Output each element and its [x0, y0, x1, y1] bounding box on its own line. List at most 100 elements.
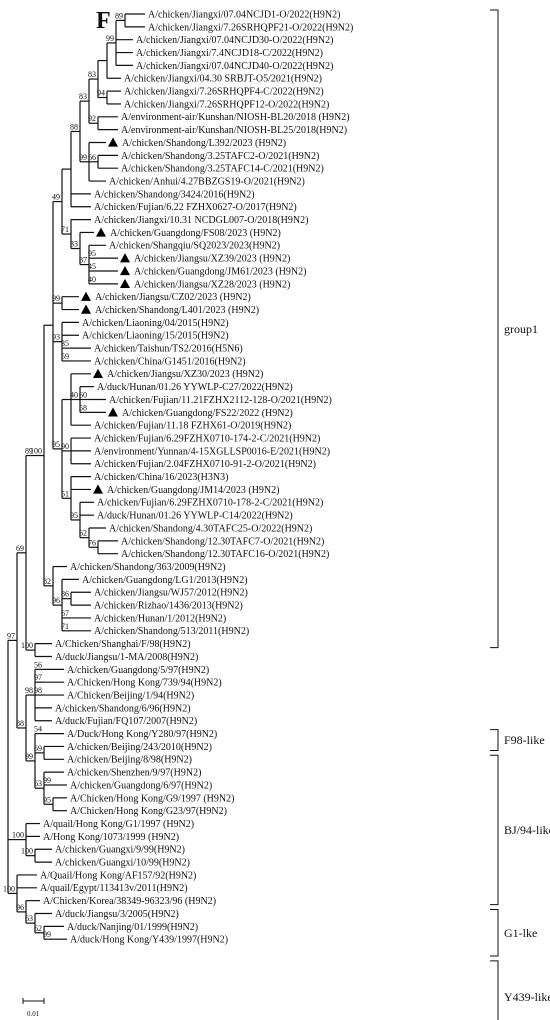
bootstrap-value: 100: [3, 884, 15, 893]
tip-label: A/chicken/Shandong/12.30TAFC7-O/2021(H9N…: [121, 536, 324, 547]
bootstrap-value: 66: [88, 153, 96, 162]
tip-label: A/Hong Kong/1073/1999 (H9N2): [43, 832, 179, 843]
bootstrap-value: 69: [34, 744, 42, 753]
tip-label: A/chicken/Shandong/12.30TAFC16-O/2021(H9…: [121, 549, 329, 560]
bootstrap-value: 88: [16, 719, 24, 728]
triangle-marker-icon: [120, 266, 130, 276]
tip-label: A/chicken/Shenzhen/9/97(H9N2): [67, 768, 201, 779]
tip-label: A/chicken/Jiangsu/XZ39/2023 (H9N2): [134, 254, 290, 265]
triangle-marker-icon: [108, 137, 118, 147]
bootstrap-value: 99: [43, 930, 51, 939]
clade-label: Y439-like: [504, 990, 550, 1004]
bootstrap-value: 45: [88, 262, 96, 271]
tip-label: A/Chicken/Hong Kong/739/94(H9N2): [67, 678, 222, 689]
triangle-marker-icon: [120, 253, 130, 263]
bootstrap-value: 69: [16, 544, 24, 553]
triangle-marker-icon: [81, 291, 91, 301]
tip-label: A/chicken/Jiangxi/07.04NCJD40-O/2022(H9N…: [136, 61, 333, 72]
bootstrap-value: 95: [52, 440, 60, 449]
tip-label: A/duck/Hong Kong/Y439/1997(H9N2): [70, 935, 228, 946]
bootstrap-value: 97: [34, 673, 42, 682]
bootstrap-value: 100: [21, 641, 33, 650]
triangle-marker-icon: [81, 304, 91, 314]
tip-label: A/chicken/Fujian/11.21FZHX2112-128-O/202…: [109, 395, 332, 406]
bootstrap-value: 71: [61, 622, 69, 631]
tip-label: A/chicken/Liaoning/15/2015(H9N2): [82, 331, 229, 342]
tip-label: A/chicken/Jiangsu/WJ57/2012(H9N2): [94, 588, 248, 599]
tip-label: A/chicken/Fujian/6.29FZHX0710-178-2-C/20…: [97, 498, 323, 509]
tip-label: A/duck/Fujian/FQ107/2007(H9N2): [55, 716, 197, 727]
tip-label: A/environment/Yunnan/4-15XGLLSP0016-E/20…: [94, 446, 330, 457]
bootstrap-value: 88: [70, 122, 78, 131]
clade-bracket: [490, 960, 499, 1020]
tip-label: A/chicken/Shangqiu/SQ2023/2023(H9N2): [109, 241, 280, 252]
tip-label: A/Duck/Hong Kong/Y280/97(H9N2): [67, 729, 217, 740]
tip-label: A/chicken/Guangdong/JM61/2023 (H9N2): [134, 266, 306, 277]
bootstrap-value: 93: [52, 333, 60, 342]
bootstrap-value: 62: [34, 924, 42, 933]
bootstrap-value: 87: [79, 256, 87, 265]
bootstrap-value: 35: [61, 339, 69, 348]
tip-label: A/chicken/Beijing/243/2010(H9N2): [67, 742, 212, 753]
tip-label: A/Chicken/Shanghai/F/98(H9N2): [55, 639, 191, 650]
tip-label: A/chicken/Shandong/L401/2023 (H9N2): [95, 305, 259, 316]
clade-label: G1-lke: [504, 926, 537, 940]
bootstrap-value: 54: [34, 725, 42, 734]
bootstrap-value: 99: [52, 294, 60, 303]
clade-label: BJ/94-like: [504, 823, 550, 837]
clade-bracket: [490, 909, 499, 957]
bootstrap-value: 51: [61, 489, 69, 498]
tip-label: A/chicken/Shandong/4.30TAFC25-O/2022(H9N…: [109, 523, 312, 534]
tip-label: A/duck/Nanjing/01/1999(H9N2): [67, 922, 198, 933]
tip-label: A/chicken/Jiangxi/7.26SRHQPF12-O/2022(H9…: [124, 99, 329, 110]
tip-label: A/environment-air/Kunshan/NIOSH-BL20/201…: [121, 112, 350, 123]
bootstrap-value: 100: [12, 831, 24, 840]
tip-label: A/chicken/Jiangsu/XZ30/2023 (H9N2): [107, 369, 263, 380]
tip-label: A/chicken/Shandong/3424/2016(H9N2): [94, 189, 255, 200]
scale-bar: 0.01: [22, 998, 45, 1018]
tip-label: A/chicken/Jiangsu/CZ02/2023 (H9N2): [95, 292, 251, 303]
tip-label: A/chicken/Guangxi/9/99(H9N2): [55, 845, 185, 856]
tip-label: A/chicken/Shandong/L392/2023 (H9N2): [122, 138, 286, 149]
tip-label: A/chicken/Guangdong/FS08/2023 (H9N2): [110, 228, 281, 239]
bootstrap-value: 90: [61, 442, 69, 451]
tip-label: A/chicken/Fujian/6.29FZHX0710-174-2-C/20…: [94, 433, 320, 444]
tip-label: A/chicken/China/16/2023(H3N3): [94, 472, 228, 483]
tip-label: A/chicken/Guangdong/FS22/2022 (H9N2): [122, 408, 293, 419]
tip-label: A/duck/Hunan/01.26 YYWLP-C14/2022(H9N2): [97, 511, 293, 522]
tip-labels: A/chicken/Jiangxi/07.04NCJD1-O/2022(H9N2…: [40, 9, 353, 945]
bootstrap-values: 8999948392836699889545408733714999355993…: [3, 11, 123, 939]
tip-label: A/quail/Hong Kong/G1/1997 (H9N2): [43, 819, 194, 830]
bootstrap-value: 98: [34, 686, 42, 695]
bootstrap-value: 49: [52, 193, 60, 202]
tip-label: A/chicken/Shandong/363/2009(H9N2): [70, 562, 226, 573]
bootstrap-value: 100: [30, 447, 42, 456]
bootstrap-value: 86: [61, 590, 69, 599]
bootstrap-value: 82: [43, 577, 51, 586]
tip-label: A/duck/Jiangsu/1-MA/2008(H9N2): [55, 652, 198, 663]
tip-label: A/chicken/Guangxi/10/99(H9N2): [55, 858, 190, 869]
clade-label: group1: [504, 322, 538, 336]
bootstrap-value: 99: [43, 776, 51, 785]
tip-label: A/chicken/Rizhao/1436/2013(H9N2): [94, 601, 243, 612]
bootstrap-value: 62: [79, 529, 87, 538]
triangle-marker-icon: [108, 407, 118, 417]
bootstrap-value: 40: [88, 275, 96, 284]
bootstrap-value: 33: [70, 240, 78, 249]
bootstrap-value: 100: [21, 847, 33, 856]
tip-label: A/chicken/Jiangsu/XZ28/2023 (H9N2): [134, 279, 290, 290]
bootstrap-value: 60: [79, 391, 87, 400]
bootstrap-value: 63: [25, 914, 33, 923]
bootstrap-value: 89: [115, 11, 123, 20]
bootstrap-value: 59: [61, 352, 69, 361]
clade-bracket: [490, 754, 499, 906]
tip-label: A/chicken/Beijing/8/98(H9N2): [67, 755, 192, 766]
tip-label: A/chicken/Taishun/TS2/2016(H5N6): [94, 344, 243, 355]
tip-label: A/chicken/Jiangxi/10.31 NCDGL007-O/2018(…: [94, 215, 308, 226]
tip-label: A/chicken/Shandong/513/2011(H9N2): [94, 626, 249, 637]
bootstrap-value: 95: [88, 249, 96, 258]
tip-label: A/chicken/Fujian/6.22 FZHX0627-O/2017(H9…: [94, 202, 297, 213]
tip-label: A/chicken/Guangdong/JM14/2023 (H9N2): [107, 485, 279, 496]
bootstrap-value: 95: [70, 511, 78, 520]
